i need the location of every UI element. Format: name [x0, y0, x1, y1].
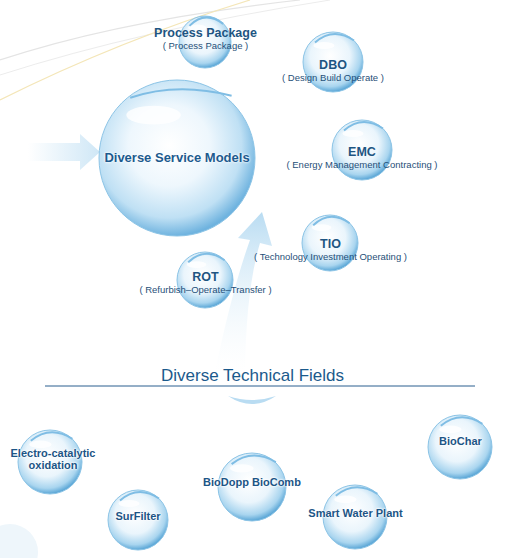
- field-name: BioDopp BioComb: [203, 476, 301, 488]
- text-group: Process Package( Process Package ): [150, 24, 261, 53]
- water-bubble: Electro-catalytic oxidation: [3, 446, 103, 474]
- text-group: DBO( Design Build Operate ): [278, 56, 388, 85]
- field-name: SurFilter: [115, 510, 161, 522]
- text-group: ROT( Refurbish–Operate–Transfer ): [135, 268, 276, 297]
- text-group: EMC( Energy Management Contracting ): [282, 143, 442, 172]
- water-bubble: BioChar: [435, 433, 486, 449]
- field-name: Smart Water Plant: [308, 507, 403, 519]
- text-group: SurFilter: [111, 508, 165, 524]
- text-group: Diverse Service Models: [100, 148, 254, 167]
- center-title: Diverse Service Models: [104, 150, 250, 165]
- model-full-name: ( Technology Investment Operating ): [254, 251, 407, 262]
- text-group: TIO( Technology Investment Operating ): [250, 235, 411, 264]
- water-bubble: BioDopp BioComb: [199, 474, 305, 490]
- model-abbreviation: Process Package: [154, 26, 257, 40]
- text-group: BioDopp BioComb: [199, 474, 305, 490]
- water-bubble: ROT( Refurbish–Operate–Transfer ): [135, 268, 276, 297]
- water-bubble: TIO( Technology Investment Operating ): [250, 235, 411, 264]
- field-name: BioChar: [439, 435, 482, 447]
- water-bubble: SurFilter: [111, 508, 165, 524]
- field-name: Electro-catalytic oxidation: [7, 448, 99, 471]
- water-bubble: Smart Water Plant: [304, 505, 407, 521]
- model-full-name: ( Design Build Operate ): [282, 72, 384, 83]
- model-full-name: ( Energy Management Contracting ): [286, 159, 438, 170]
- model-abbreviation: EMC: [286, 145, 438, 159]
- model-full-name: ( Refurbish–Operate–Transfer ): [139, 284, 272, 295]
- section-heading: Diverse Technical Fields: [161, 366, 344, 386]
- center-sphere: Diverse Service Models: [100, 148, 254, 167]
- model-full-name: ( Process Package ): [154, 40, 257, 51]
- model-abbreviation: TIO: [254, 237, 407, 251]
- water-bubble: Process Package( Process Package ): [150, 24, 261, 53]
- model-abbreviation: DBO: [282, 58, 384, 72]
- water-bubble: DBO( Design Build Operate ): [278, 56, 388, 85]
- text-group: Electro-catalytic oxidation: [3, 446, 103, 473]
- water-bubble: EMC( Energy Management Contracting ): [282, 143, 442, 172]
- text-group: BioChar: [435, 433, 486, 449]
- model-abbreviation: ROT: [139, 270, 272, 284]
- bubble-circle: [423, 410, 497, 484]
- text-group: Smart Water Plant: [304, 505, 407, 521]
